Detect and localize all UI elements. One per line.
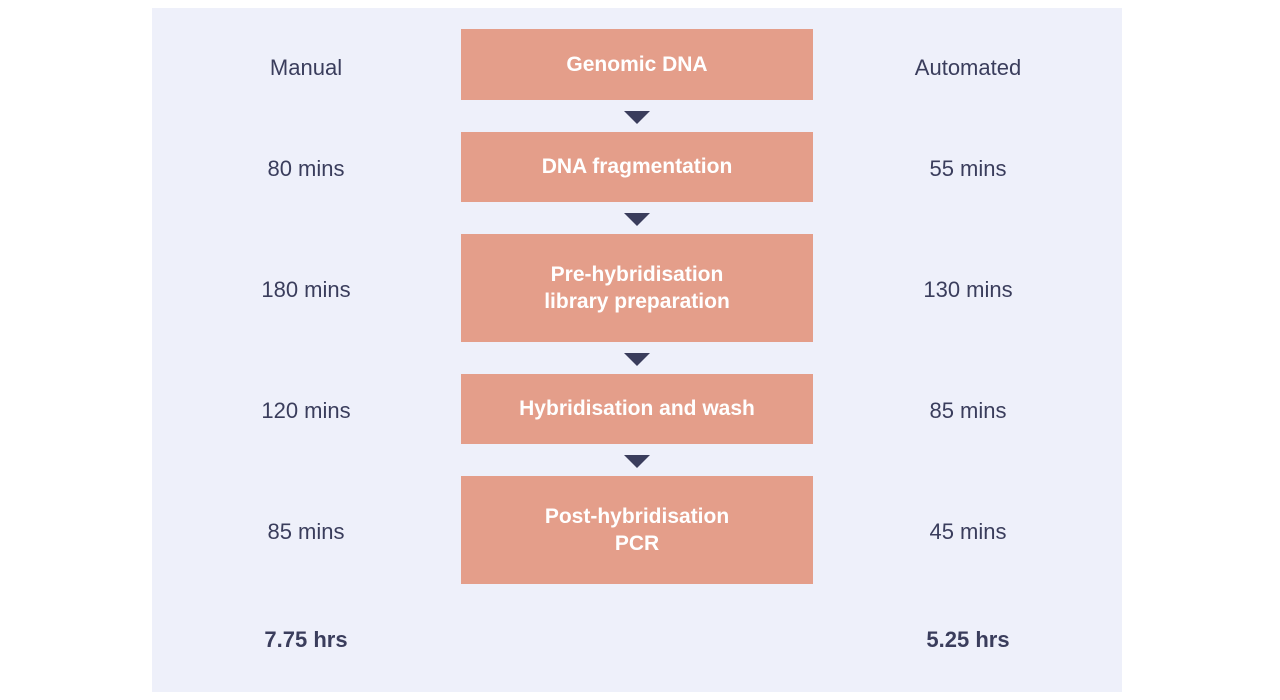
step-label-line-2: library preparation xyxy=(544,290,730,313)
step-label-line-2: PCR xyxy=(614,532,660,555)
step-hybridisation-and-wash: Hybridisation and wash xyxy=(461,374,813,444)
automated-header: Automated xyxy=(914,55,1022,80)
step-label-line-1: Pre-hybridisation xyxy=(550,262,724,286)
step-genomic-dna: Genomic DNA xyxy=(461,29,813,100)
step-pre-hybridisation-library-preparation: Pre-hybridisation library preparation xyxy=(461,234,813,342)
automated-time-hybridisation: 85 mins xyxy=(929,398,1007,423)
step-post-hybridisation-pcr: Post-hybridisation PCR xyxy=(461,476,813,584)
step-label-line-1: Post-hybridisation xyxy=(544,504,730,528)
step-label: DNA fragmentation xyxy=(541,155,733,179)
manual-time-fragmentation: 80 mins xyxy=(267,156,345,181)
step-label: Hybridisation and wash xyxy=(519,397,755,421)
automated-total: 5.25 hrs xyxy=(926,627,1010,652)
automated-time-library-prep: 130 mins xyxy=(923,277,1013,302)
step-dna-fragmentation: DNA fragmentation xyxy=(461,132,813,202)
down-arrow-icon xyxy=(624,213,650,226)
manual-time-library-prep: 180 mins xyxy=(261,277,351,302)
manual-time-pcr: 85 mins xyxy=(267,519,345,544)
down-arrow-icon xyxy=(624,353,650,366)
down-arrow-icon xyxy=(624,111,650,124)
step-label: Genomic DNA xyxy=(566,52,708,76)
manual-total: 7.75 hrs xyxy=(264,627,348,652)
manual-header: Manual xyxy=(269,55,343,80)
automated-time-fragmentation: 55 mins xyxy=(929,156,1007,181)
automated-time-pcr: 45 mins xyxy=(929,519,1007,544)
manual-time-hybridisation: 120 mins xyxy=(261,398,351,423)
down-arrow-icon xyxy=(624,455,650,468)
